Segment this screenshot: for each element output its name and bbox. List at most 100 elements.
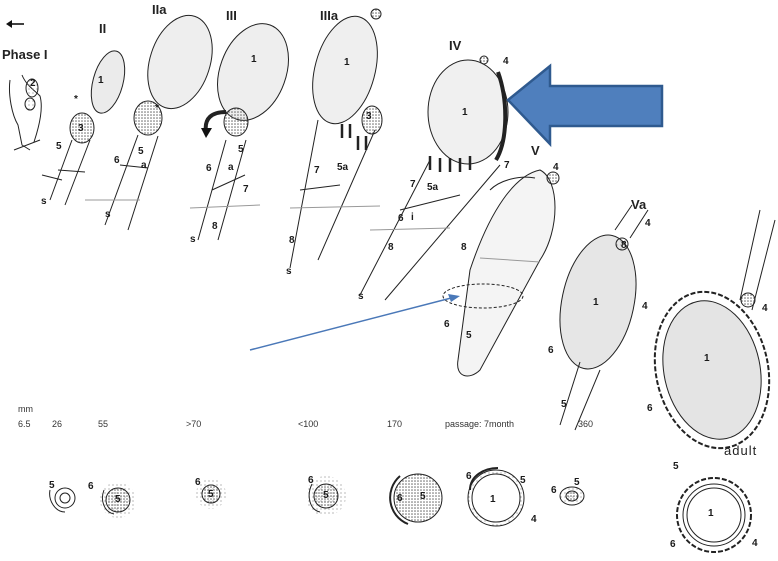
num-4-phase-va-top: 4 — [645, 218, 651, 229]
num-4-cs8: 4 — [752, 538, 758, 549]
cross-section-1 — [49, 487, 76, 513]
num-s-phase-iii: s — [190, 234, 196, 245]
phase-label-va: Va — [631, 197, 647, 212]
num-5-cs4: 5 — [323, 490, 329, 501]
num-8-phase-v: 8 — [461, 242, 467, 253]
num-5-phase-ii: 5 — [56, 141, 62, 152]
left-arrow-icon — [6, 20, 24, 28]
cross-section-8 — [676, 477, 752, 553]
num-1-adult: 1 — [704, 353, 710, 364]
num-8-phase-iii: 8 — [212, 221, 218, 232]
cross-section-row — [49, 467, 752, 553]
phase-label-v: V — [531, 143, 540, 158]
cross-section-4 — [306, 476, 346, 516]
num-s-phase-iiia: s — [286, 266, 292, 277]
num-5-adult: 5 — [673, 461, 679, 472]
num-i-phase-iv: i — [411, 212, 414, 223]
cross-section-6 — [467, 467, 525, 527]
num-6-phase-va: 6 — [548, 345, 554, 356]
measure-3: 55 — [98, 419, 109, 429]
num-s-phase-iia: s — [105, 209, 111, 220]
num-4-cs6: 4 — [531, 514, 537, 525]
num-6-cs5: 6 — [397, 493, 403, 504]
phase-label-iiia: IIIa — [320, 8, 339, 23]
num-5-cs6: 5 — [520, 475, 526, 486]
num-5a-phase-iiia: 5a — [337, 162, 349, 173]
measure-6: 170 — [387, 419, 403, 429]
num-a-phase-iii: a — [228, 162, 234, 173]
blue-block-arrow-icon — [506, 63, 664, 148]
num-7-phase-iii: 7 — [243, 184, 249, 195]
num-6-cs4: 6 — [308, 475, 314, 486]
phase-va-figure — [559, 204, 649, 431]
phase-label-adult: adult — [724, 443, 758, 458]
num-1-phase-iv: 1 — [462, 107, 468, 118]
measure-1: 6.5 — [18, 419, 31, 429]
num-5-phase-v: 5 — [466, 330, 472, 341]
cross-section-7 — [559, 486, 585, 506]
cross-section-5 — [389, 473, 443, 525]
phase-label-iv: IV — [449, 38, 462, 53]
star-phase-ii: * — [74, 94, 78, 105]
num-a-phase-iia: a — [141, 160, 147, 171]
num-6-phase-v: 6 — [444, 319, 450, 330]
num-5-phase-va: 5 — [561, 399, 567, 410]
num-8-phase-iiia: 8 — [289, 235, 295, 246]
num-6-cs3: 6 — [195, 477, 201, 488]
num-2-phase-i: 2 — [30, 78, 36, 89]
num-6-phase-iia: 6 — [114, 155, 120, 166]
phase-label-ii: II — [99, 21, 107, 36]
num-5a-phase-iv: 5a — [427, 182, 439, 193]
measure-unit: mm — [18, 404, 33, 414]
measure-4: >70 — [186, 419, 202, 429]
num-5-cs1: 5 — [49, 480, 55, 491]
measure-2: 26 — [52, 419, 63, 429]
num-5-cs5: 5 — [420, 491, 426, 502]
num-4-phase-iv: 4 — [503, 56, 509, 67]
num-7-phase-iv-right: 7 — [504, 160, 510, 171]
num-7-phase-iv: 7 — [410, 179, 416, 190]
num-1-cs8: 1 — [708, 508, 714, 519]
num-1-phase-ii: 1 — [98, 75, 104, 86]
num-8-phase-va: 8 — [621, 240, 627, 251]
num-4-phase-v: 4 — [553, 162, 559, 173]
num-5-phase-iia: 5 — [138, 146, 144, 157]
thin-callout-arrow — [249, 294, 460, 351]
phase-iv-figure — [359, 55, 509, 301]
measure-5: <100 — [298, 419, 319, 429]
num-6-cs8: 6 — [670, 539, 676, 550]
measure-7: passage: 7month — [445, 419, 515, 429]
phase-label-i: Phase I — [2, 47, 48, 62]
num-1-phase-va: 1 — [593, 297, 599, 308]
num-6-adult: 6 — [647, 403, 653, 414]
num-6-cs6: 6 — [466, 471, 472, 482]
num-8-phase-iv: 8 — [388, 242, 394, 253]
phase-ii-figure — [41, 50, 126, 206]
num-6-cs2: 6 — [88, 481, 94, 492]
phase-iii-figure — [189, 23, 289, 241]
cross-section-2 — [100, 482, 136, 518]
phase-iiia-figure — [289, 8, 383, 269]
num-6-cs7: 6 — [551, 485, 557, 496]
phase-v-figure — [442, 169, 560, 377]
num-3-phase-iiia: 3 — [366, 111, 372, 122]
num-6-phase-iv: 6 — [398, 213, 404, 224]
num-4-phase-va: 4 — [642, 301, 648, 312]
num-5-cs3: 5 — [208, 489, 214, 500]
measure-8: 360 — [578, 419, 594, 429]
phase-label-iii: III — [226, 8, 237, 23]
num-1-phase-iii: 1 — [251, 54, 257, 65]
phase-label-iia: IIa — [152, 2, 167, 17]
num-5-phase-iii: 5 — [238, 144, 244, 155]
num-1-phase-iiia: 1 — [344, 57, 350, 68]
num-5-cs7: 5 — [574, 477, 580, 488]
phase-iia-figure — [85, 14, 213, 231]
phase-i-figure — [9, 74, 42, 151]
adult-figure — [653, 209, 776, 450]
num-s-phase-iv: s — [358, 291, 364, 302]
num-s-phase-ii: s — [41, 196, 47, 207]
num-3-phase-ii: 3 — [78, 123, 84, 134]
cross-section-3 — [196, 479, 226, 509]
